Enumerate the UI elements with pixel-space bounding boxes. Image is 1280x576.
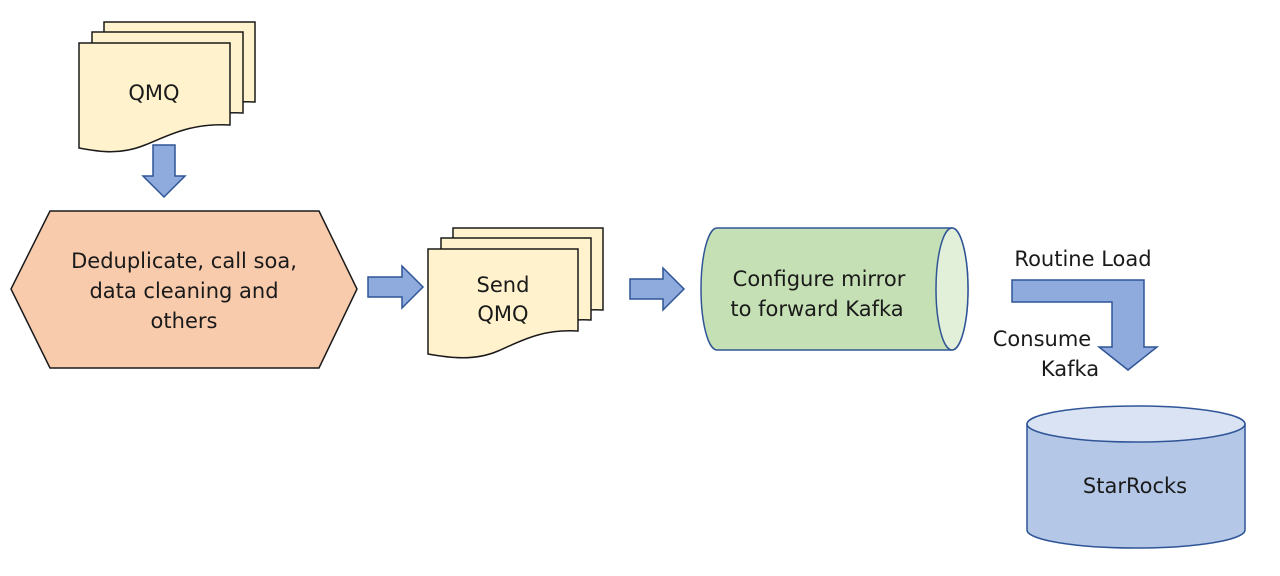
qmq-document-stack: QMQ	[78, 21, 256, 153]
arrow-routine-load	[1011, 279, 1160, 371]
mirror-label-line-2: to forward Kafka	[730, 297, 903, 321]
routine-load-label: Routine Load	[1014, 247, 1151, 271]
mirror-pipe-end	[935, 227, 969, 351]
send-label-line-1: Send	[477, 273, 530, 297]
send-doc-front	[427, 248, 579, 359]
mirror-label-line-1: Configure mirror	[733, 267, 906, 291]
starrocks-db-body	[1026, 423, 1246, 549]
qmq-label: QMQ	[128, 81, 179, 105]
send-qmq-document-stack: Send QMQ	[427, 227, 604, 359]
arrow-process-to-send	[367, 264, 425, 310]
process-label-line-1: Deduplicate, call soa,	[71, 249, 297, 273]
process-label-line-3: others	[151, 309, 218, 333]
starrocks-db-top	[1026, 405, 1246, 443]
qmq-doc-front	[78, 42, 231, 153]
consume-label-line-1: Consume	[993, 327, 1091, 351]
mirror-pipe: Configure mirror to forward Kafka	[700, 227, 969, 351]
starrocks-database: StarRocks	[1026, 405, 1246, 549]
process-hexagon: Deduplicate, call soa, data cleaning and…	[10, 210, 358, 369]
consume-label-line-2: Kafka	[1041, 357, 1099, 381]
arrow-send-to-mirror	[629, 266, 686, 312]
process-label-line-2: data cleaning and	[89, 279, 278, 303]
starrocks-label: StarRocks	[1083, 474, 1187, 498]
process-hexagon-shape	[10, 210, 358, 369]
arrow-qmq-to-process	[141, 144, 187, 199]
send-label-line-2: QMQ	[477, 302, 528, 326]
